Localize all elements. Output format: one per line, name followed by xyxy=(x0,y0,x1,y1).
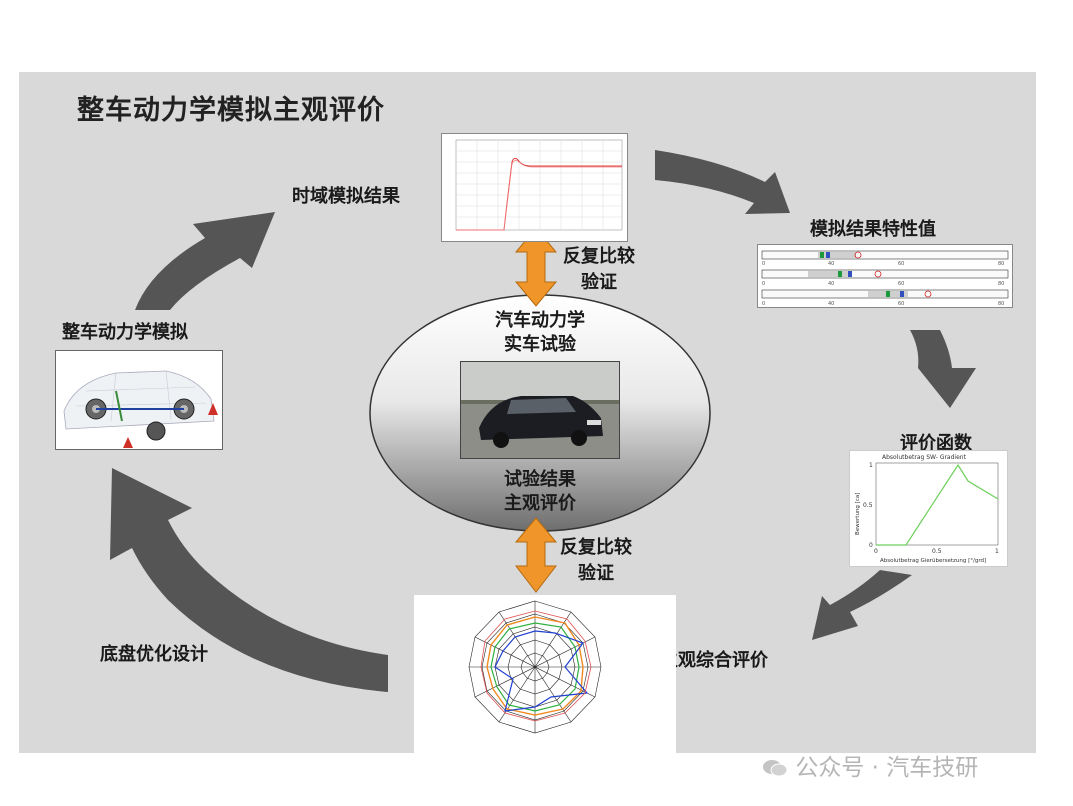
svg-text:40: 40 xyxy=(828,281,834,287)
svg-text:40: 40 xyxy=(828,301,834,307)
eval-ytick-top: 1 xyxy=(869,462,873,469)
step-response-plot xyxy=(455,139,623,231)
vehicle-simulation-label: 整车动力学模拟 xyxy=(62,322,188,343)
time-domain-label: 时域模拟结果 xyxy=(292,186,400,207)
center-top-line1: 汽车动力学 xyxy=(495,310,585,331)
center-top-text: 汽车动力学 实车试验 xyxy=(440,309,640,357)
eval-ytick-mid: 0.5 xyxy=(863,502,873,509)
center-top-line2: 实车试验 xyxy=(504,334,576,355)
watermark: 公众号 · 汽车技研 xyxy=(762,748,978,782)
test-car-scene xyxy=(461,362,619,458)
arrow-top-right xyxy=(655,150,790,214)
center-bottom-line2: 主观评价 xyxy=(504,493,576,514)
vehicle-model-image xyxy=(55,350,223,450)
eval-xtick-mid: 0.5 xyxy=(932,548,942,555)
compare-bottom-line1: 反复比较 xyxy=(560,537,632,558)
test-car-photo xyxy=(460,361,620,459)
arrow-bottom-left xyxy=(110,468,388,692)
arrow-right-down xyxy=(910,330,976,408)
subjective-overall-label: 主观综合评价 xyxy=(660,650,768,671)
evaluation-function-chart: Absolutbetrag SW- Gradient 1 0.5 0 0 0.5… xyxy=(849,450,1008,567)
page-title: 整车动力学模拟主观评价 xyxy=(77,95,385,126)
eval-ytick-bot: 0 xyxy=(869,542,873,549)
svg-text:60: 60 xyxy=(898,261,904,267)
svg-text:0: 0 xyxy=(762,301,765,307)
compare-bottom-line2: 验证 xyxy=(578,563,614,584)
svg-text:0: 0 xyxy=(762,261,765,267)
svg-text:80: 80 xyxy=(998,301,1004,307)
svg-text:60: 60 xyxy=(898,281,904,287)
eval-chart-title: Absolutbetrag SW- Gradient xyxy=(882,454,967,461)
svg-text:40: 40 xyxy=(828,261,834,267)
characteristic-scales: 0 40 60 80 0 40 60 80 0 40 60 80 xyxy=(761,250,1009,307)
orange-arrow-bottom xyxy=(514,517,558,593)
center-bottom-text: 试验结果 主观评价 xyxy=(440,468,640,516)
radar-chart xyxy=(414,595,676,753)
chassis-design-label: 底盘优化设计 xyxy=(100,644,208,665)
svg-text:80: 80 xyxy=(998,261,1004,267)
compare-top-line2: 验证 xyxy=(581,272,617,293)
evaluation-function-label: 评价函数 xyxy=(900,433,972,454)
radar-plot xyxy=(468,600,602,734)
svg-text:60: 60 xyxy=(898,301,904,307)
eval-xtick-right: 1 xyxy=(995,548,999,555)
compare-top-line1: 反复比较 xyxy=(563,246,635,267)
arrow-lower-right xyxy=(812,570,912,640)
time-domain-chart xyxy=(441,133,628,242)
characteristic-values-panel: 0 40 60 80 0 40 60 80 0 40 60 80 xyxy=(757,244,1013,308)
evaluation-plot: Absolutbetrag SW- Gradient 1 0.5 0 0 0.5… xyxy=(855,454,999,564)
wechat-icon xyxy=(762,758,788,778)
eval-ylabel: Bewertung [ca] xyxy=(855,493,861,535)
watermark-text: 公众号 · 汽车技研 xyxy=(795,755,979,781)
svg-text:80: 80 xyxy=(998,281,1004,287)
center-bottom-line1: 试验结果 xyxy=(504,469,576,490)
eval-xtick-left: 0 xyxy=(874,548,878,555)
characteristic-values-label: 模拟结果特性值 xyxy=(810,219,936,240)
compare-top-text: 反复比较 验证 xyxy=(563,244,635,296)
car-wireframe xyxy=(63,370,218,448)
arrow-top-left xyxy=(135,212,275,310)
eval-xlabel: Absolutbetrag Gierübersetzung [°/grd] xyxy=(880,558,986,564)
orange-arrow-top xyxy=(514,227,558,307)
compare-bottom-text: 反复比较 验证 xyxy=(560,535,632,587)
svg-text:0: 0 xyxy=(762,281,765,287)
